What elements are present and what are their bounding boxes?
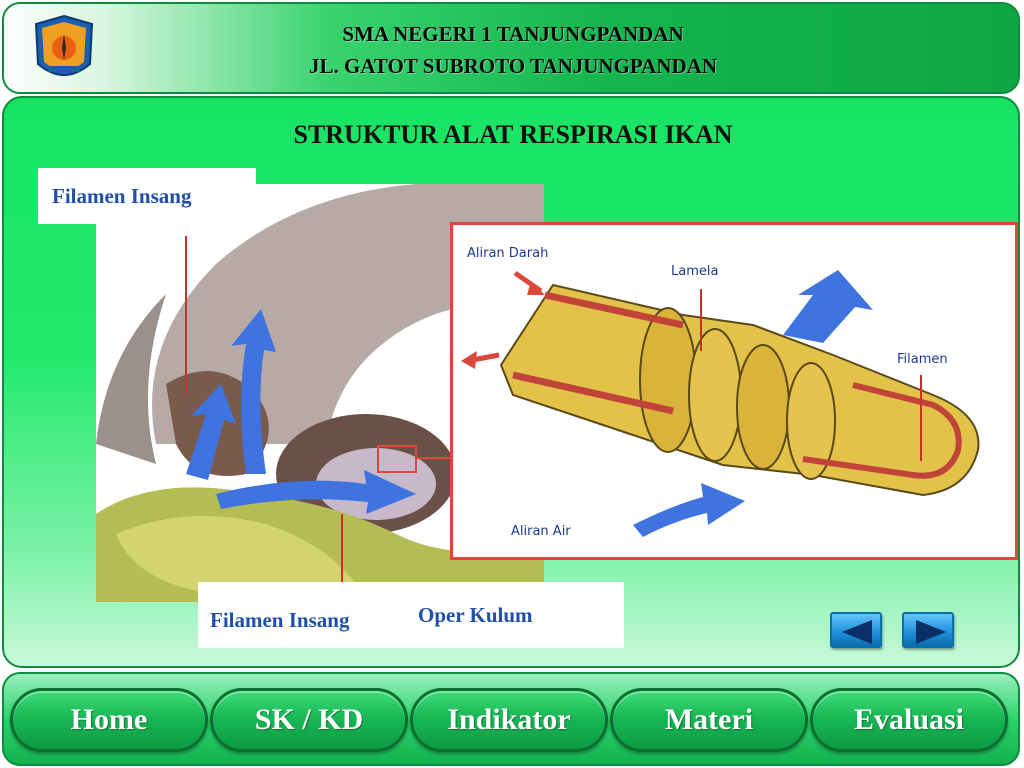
nav-sk-kd-button[interactable]: SK / KD — [210, 688, 408, 752]
nav-indikator-button[interactable]: Indikator — [410, 688, 608, 752]
triangle-left-icon — [842, 620, 872, 644]
header-banner: SMA NEGERI 1 TANJUNGPANDAN JL. GATOT SUB… — [2, 2, 1020, 94]
school-address: JL. GATOT SUBROTO TANJUNGPANDAN — [308, 54, 717, 78]
triangle-right-icon — [916, 620, 946, 644]
page-title: STRUKTUR ALAT RESPIRASI IKAN — [293, 120, 733, 149]
prev-slide-button[interactable] — [830, 612, 882, 648]
label-filamen-insang-top: Filamen Insang — [52, 184, 192, 208]
label-operkulum: Oper Kulum — [418, 603, 533, 627]
label-box-filamen-top — [38, 168, 256, 224]
bottom-navigation-bar: Home SK / KD Indikator Materi Evaluasi — [2, 672, 1020, 766]
school-emblem-icon — [34, 14, 94, 76]
gill-filament-detail-illustration: Aliran Darah Lamela Filamen Aliran Air — [450, 222, 1018, 560]
label-aliran-darah: Aliran Darah — [467, 246, 548, 261]
school-name: SMA NEGERI 1 TANJUNGPANDAN — [342, 22, 684, 46]
label-box-filamen-bottom — [198, 582, 624, 648]
next-slide-button[interactable] — [902, 612, 954, 648]
label-lamela: Lamela — [671, 264, 718, 279]
nav-evaluasi-button[interactable]: Evaluasi — [810, 688, 1008, 752]
label-filamen: Filamen — [897, 352, 948, 367]
nav-materi-button[interactable]: Materi — [610, 688, 808, 752]
label-aliran-air: Aliran Air — [511, 524, 571, 539]
nav-home-button[interactable]: Home — [10, 688, 208, 752]
label-filamen-insang-bottom: Filamen Insang — [210, 608, 350, 632]
